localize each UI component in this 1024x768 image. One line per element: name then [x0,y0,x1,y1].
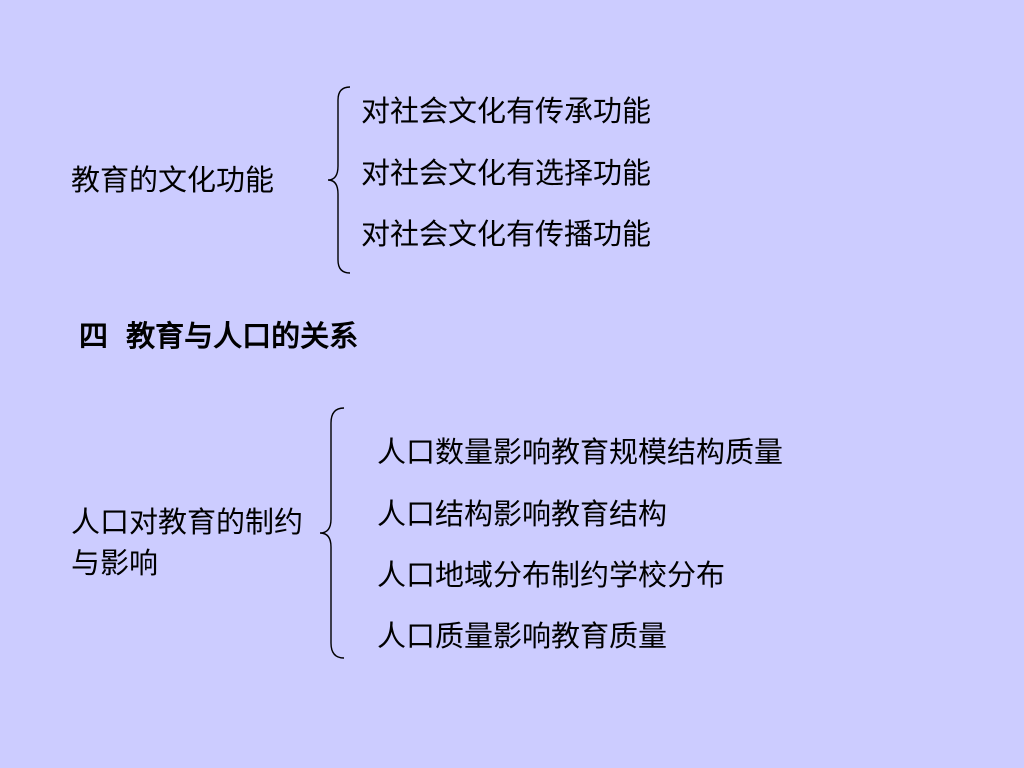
left-brace-icon [319,407,345,659]
population-item-quantity: 人口数量影响教育规模结构质量 [377,435,784,469]
population-constraint-label: 人口对教育的制约与影响 [71,505,304,580]
culture-function-label: 教育的文化功能 [71,163,275,197]
culture-item-select: 对社会文化有选择功能 [361,156,652,190]
culture-item-spread: 对社会文化有传播功能 [361,217,652,251]
culture-item-transmit: 对社会文化有传承功能 [361,94,652,128]
section-heading-number: 四 [79,319,109,353]
section-heading: 四 教育与人口的关系 [79,313,358,355]
section-heading-title: 教育与人口的关系 [126,319,359,353]
left-brace-icon [327,86,351,274]
population-item-distribution: 人口地域分布制约学校分布 [377,558,726,592]
population-item-quality: 人口质量影响教育质量 [377,619,668,653]
population-item-structure: 人口结构影响教育结构 [377,497,668,531]
